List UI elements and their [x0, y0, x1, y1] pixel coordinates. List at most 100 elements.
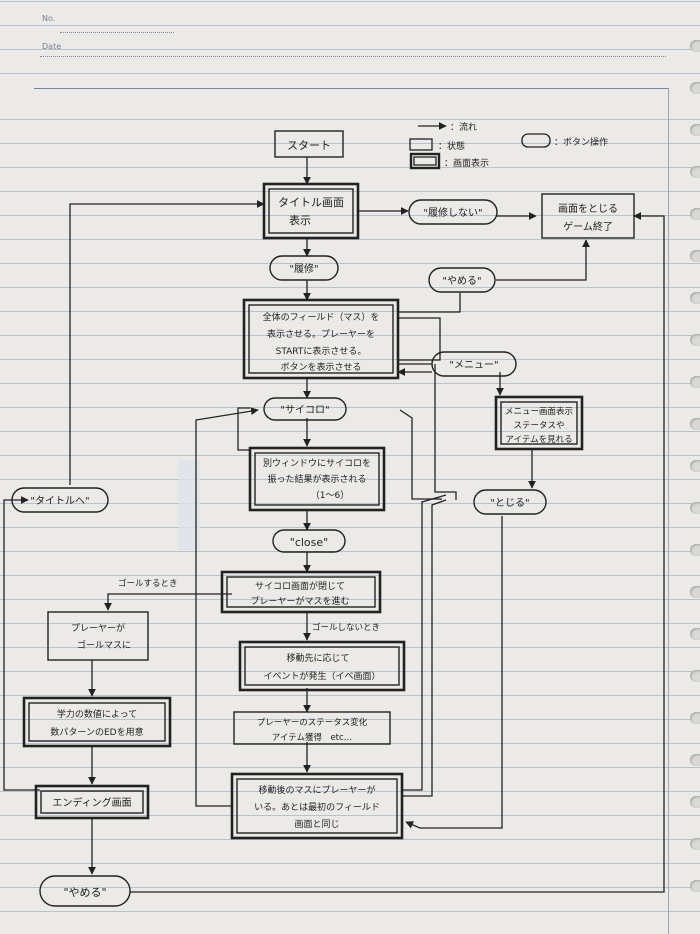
event-box: [238, 640, 406, 692]
binder-hole: [690, 754, 700, 766]
menu-screen-line3: アイテムを見れる: [505, 435, 572, 445]
multi-ed-inner: [28, 702, 166, 742]
multi-ed-line2: 数パターンのEDを用意: [50, 726, 143, 738]
dice-window-line3: （1〜6）: [311, 490, 349, 501]
advance-line2: プレーヤーがマスを進む: [250, 595, 349, 607]
dice-button[interactable]: [263, 397, 347, 421]
close-menu-label: "とじる": [490, 497, 529, 509]
advance-line1: サイコロ画面が閉じて: [255, 580, 345, 592]
flow-nodes: [11, 130, 635, 907]
status-change-line2: アイテム獲得 etc…: [272, 732, 352, 743]
take-course-button[interactable]: [269, 255, 339, 281]
after-move-line1: 移動後のマスにプレーヤーが: [258, 784, 375, 796]
close-game-box: [541, 193, 635, 239]
legend: [409, 122, 551, 170]
legend-flow-text: ：流れ: [450, 121, 477, 133]
advance-box: [220, 570, 382, 614]
dice-window-box: [248, 446, 386, 512]
close-dice-label: "close": [290, 536, 328, 549]
binder-hole: [690, 292, 700, 304]
field-display-line4: ボタンを表示させる: [280, 361, 361, 373]
title-screen-line1: タイトル画面: [278, 196, 344, 209]
event-line1: 移動先に応じて: [286, 652, 349, 664]
after-move-box: [230, 772, 404, 840]
menu-button[interactable]: [431, 351, 517, 377]
dice-label: "サイコロ": [280, 404, 329, 416]
binder-hole: [690, 82, 700, 94]
blurred-mark: [178, 460, 200, 550]
after-move-line2: いる。あとは最初のフィールド: [254, 801, 380, 813]
player-goal-line1: プレーヤーが: [71, 622, 125, 634]
binder-hole: [690, 166, 700, 178]
dice-window-line1: 別ウィンドウにサイコロを: [263, 458, 371, 469]
player-goal-box: [47, 611, 149, 661]
binder-hole: [690, 124, 700, 136]
title-screen-line2: 表示: [289, 213, 311, 227]
ending-box: [34, 784, 150, 820]
date-label: Date: [42, 42, 62, 51]
dice-window-line2: 振った結果が表示される: [267, 473, 366, 485]
menu-label: "メニュー": [449, 360, 498, 371]
legend-screen-inner: [413, 156, 437, 166]
legend-button-text: ：ボタン操作: [554, 136, 608, 148]
quit-bottom-button[interactable]: [39, 875, 131, 907]
ending-label: エンディング画面: [52, 796, 131, 809]
quit-bottom-label: "やめる": [63, 886, 106, 899]
start-text: スタート: [287, 139, 331, 152]
field-display-line2: 表示させる。プレーヤーを: [267, 328, 375, 340]
multi-ed-line1: 学力の数値によって: [57, 708, 137, 720]
menu-screen-line1: メニュー画面表示: [505, 406, 573, 417]
after-move-line3: 画面と同じ: [294, 819, 339, 830]
quit-top-button[interactable]: [428, 267, 496, 293]
field-display-box: [242, 298, 400, 380]
close-game-line1: 画面をとじる: [558, 203, 618, 215]
binder-hole: [690, 250, 700, 262]
no-line: [60, 32, 174, 33]
not-goal-when-label: ゴールしないとき: [312, 622, 380, 633]
no-history-button[interactable]: [408, 199, 498, 225]
to-title-button[interactable]: [11, 487, 109, 513]
binder-hole: [690, 586, 700, 598]
field-display-line3: STARTに表示させる。: [276, 345, 367, 357]
to-title-label: "タイトルへ": [30, 495, 89, 507]
binder-hole: [690, 712, 700, 724]
multi-ed-box: [22, 696, 172, 748]
legend-button-icon: [521, 133, 551, 148]
close-dice-button[interactable]: [272, 529, 346, 553]
date-line: [40, 56, 666, 57]
player-goal-line2: ゴールマスに: [77, 639, 131, 651]
binder-hole: [690, 838, 700, 850]
event-line2: イベントが発生（イベ画面）: [263, 670, 380, 682]
binder-hole: [690, 418, 700, 430]
menu-screen-box: [494, 395, 584, 451]
after-move-inner: [236, 778, 398, 834]
binder-hole: [690, 460, 700, 472]
no-label: No.: [42, 14, 56, 23]
margin-line: [668, 88, 669, 934]
event-inner: [244, 646, 400, 686]
binder-hole: [690, 880, 700, 892]
title-screen-inner: [268, 188, 354, 234]
field-display-inner: [248, 304, 394, 374]
binder-hole: [690, 670, 700, 682]
ending-inner: [40, 790, 144, 814]
start-box: [274, 130, 344, 158]
header-rule: [34, 88, 668, 89]
flow-lines: [3, 157, 665, 893]
binder-hole: [690, 376, 700, 388]
advance-inner: [226, 576, 376, 608]
binder-hole: [690, 334, 700, 346]
binder-hole: [690, 544, 700, 556]
menu-screen-inner: [500, 401, 578, 445]
quit-top-label: "やめる": [442, 275, 481, 287]
binder-hole: [690, 502, 700, 514]
legend-screen-text: ：画面表示: [444, 157, 489, 169]
no-history-label: "履修しない": [423, 206, 482, 219]
status-change-line1: プレーヤーのステータス変化: [257, 717, 368, 728]
binder-hole: [690, 208, 700, 220]
close-menu-button[interactable]: [473, 489, 547, 515]
legend-state-icon: [409, 138, 433, 151]
binder-hole: [690, 628, 700, 640]
